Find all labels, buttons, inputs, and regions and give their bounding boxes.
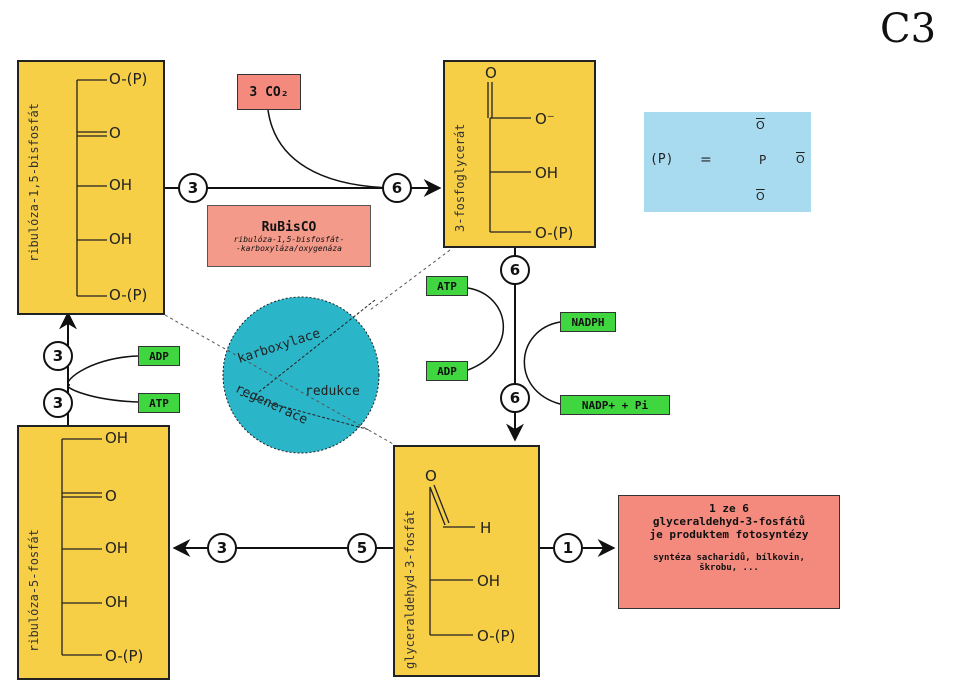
phosphate-equals: = [700,152,712,168]
pga-group-3: OH [535,164,559,182]
pga-skeleton [487,82,531,233]
count-adp-step: 3 [43,341,73,371]
rubp-group-3: OH [109,176,133,194]
pga-group-1: O [485,64,497,82]
product-line1: 1 ze 6 [709,502,749,515]
atp-top-tag: ATP [426,276,468,296]
nadp-tag: NADP+ + Pi [560,395,670,415]
g3p-group-2: H [480,519,492,537]
ru5p-group-5: O-(P) [105,647,144,665]
count-g3p-in: 6 [500,383,530,413]
phosphate-o-top: O [756,119,765,132]
g3p-group-1: O [425,467,437,485]
ru5p-group-3: OH [105,539,129,557]
count-ru5p-in: 3 [207,533,237,563]
product-line3: je produktem fotosyntézy [649,528,809,541]
phosphate-o-bottom: O [756,190,765,203]
g3p-box: glyceraldehyd-3-fosfát O H OH O-(P) [393,445,540,677]
phosphate-o-right: O [796,153,805,166]
rubp-group-2: O [109,124,121,142]
cycle-divider-1 [254,299,376,396]
count-atp-step: 3 [43,388,73,418]
phosphate-symbol: (P) [650,152,674,167]
g3p-group-4: O-(P) [477,627,516,645]
rubp-group-4: OH [109,230,133,248]
cycle-circle [222,296,380,454]
ru5p-group-2: O [105,487,117,505]
count-product: 1 [553,533,583,563]
phosphate-atom: P [759,153,767,167]
product-line5: škrobu, ... [699,563,759,573]
ru5p-box: ribulóza-5-fosfát OH O OH OH O-(P) [17,425,170,680]
corner-label: C3 [880,6,937,52]
dashed-pga-cycle [369,249,451,311]
nadph-curve [523,321,561,405]
product-line4: syntéza sacharidů, bílkovin, [653,553,805,563]
adp-top-tag: ADP [426,361,468,381]
count-rubp-out: 3 [178,173,208,203]
ru5p-group-4: OH [105,593,129,611]
product-line2: glyceraldehyd-3-fosfátů [652,515,806,528]
count-pga-in: 6 [382,173,412,203]
ru5p-skeleton [61,438,102,656]
g3p-group-3: OH [477,572,501,590]
cycle-phase-redukce: redukce [305,384,360,399]
pga-box: 3-fosfoglycerát O O⁻ OH O-(P) [443,60,596,248]
rubp-box: ribulóza-1,5-bisfosfát O-(P) O OH OH O-(… [17,60,165,315]
pga-group-2: O⁻ [535,110,555,128]
rubisco-box: RuBisCO ribulóza-1,5-bisfosfát- -karboxy… [207,205,371,267]
g3p-skeleton [429,484,475,636]
rubisco-title: RuBisCO [261,219,317,235]
atp-left-tag: ATP [138,393,180,413]
count-pga-out: 6 [500,255,530,285]
pga-group-4: O-(P) [535,224,574,242]
nadph-tag: NADPH [560,312,616,332]
product-box: 1 ze 6 glyceraldehyd-3-fosfátů je produk… [618,495,840,609]
cycle-divider-3 [239,394,371,431]
rubisco-line2: -karboxyláza/oxygenáza [236,243,342,253]
ru5p-group-1: OH [105,429,129,447]
adp-left-tag: ADP [138,346,180,366]
co2-label: 3 CO₂ [237,74,301,110]
phosphate-box [644,112,811,212]
rubisco-line1: ribulóza-1,5-bisfosfát- [233,234,345,244]
atp-adp-curve [467,287,505,371]
arrow-co2 [267,109,401,189]
dashed-rubp-cycle [164,314,396,446]
adp-atp-left-curve [67,355,139,403]
count-g3p-left: 5 [347,533,377,563]
rubp-group-5: O-(P) [109,286,148,304]
rubp-group-1: O-(P) [109,70,148,88]
rubp-skeleton [76,79,107,297]
